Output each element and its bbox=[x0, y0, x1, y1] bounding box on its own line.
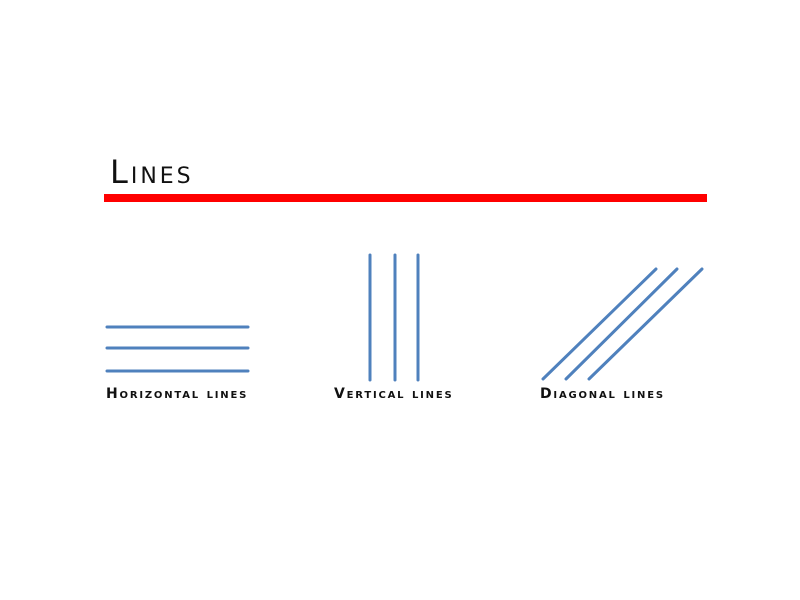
title-underline-rule bbox=[104, 194, 707, 202]
horizontal-lines-group bbox=[105, 325, 250, 373]
diagonal-lines-label: Diagonal lines bbox=[540, 386, 665, 402]
diagonal-line bbox=[541, 267, 658, 381]
horizontal-lines-label: Horizontal lines bbox=[106, 386, 249, 402]
vertical-lines-label: Vertical lines bbox=[334, 386, 454, 402]
diagonal-lines-group bbox=[541, 267, 704, 381]
diagonal-line bbox=[587, 267, 704, 381]
diagonal-line bbox=[564, 267, 679, 381]
vertical-lines-group bbox=[368, 253, 420, 382]
slide-title: Lines bbox=[110, 153, 194, 191]
